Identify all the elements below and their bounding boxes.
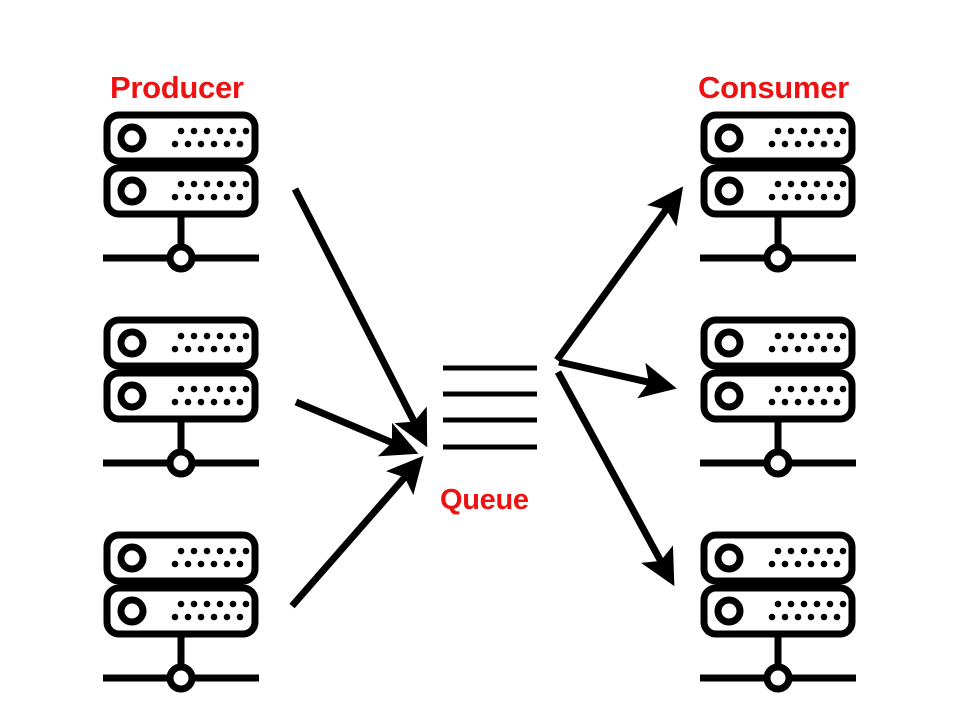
producer-server-2[interactable] — [103, 320, 259, 474]
queue-lines[interactable] — [443, 365, 537, 450]
producer-server-1[interactable] — [103, 115, 259, 269]
consumer-server-3[interactable] — [700, 535, 856, 689]
arrow-producer-2-to-queue — [294, 398, 419, 457]
consumer-server-1[interactable] — [700, 115, 856, 269]
producer-group — [103, 115, 259, 689]
producer-server-3[interactable] — [103, 535, 259, 689]
arrow-queue-to-consumer-3 — [554, 370, 675, 587]
consumer-server-2[interactable] — [700, 320, 856, 474]
queue-label: Queue — [440, 484, 529, 516]
consumer-label: Consumer — [698, 70, 849, 105]
queue-to-consumer-arrows — [554, 186, 684, 587]
consumer-group — [700, 115, 856, 689]
arrow-queue-to-consumer-2 — [558, 358, 677, 399]
producer-to-queue-arrows — [289, 187, 428, 609]
arrow-producer-1-to-queue — [291, 187, 428, 448]
producer-label: Producer — [110, 70, 244, 105]
arrow-producer-3-to-queue — [289, 455, 424, 609]
arrow-queue-to-consumer-1 — [554, 186, 684, 363]
